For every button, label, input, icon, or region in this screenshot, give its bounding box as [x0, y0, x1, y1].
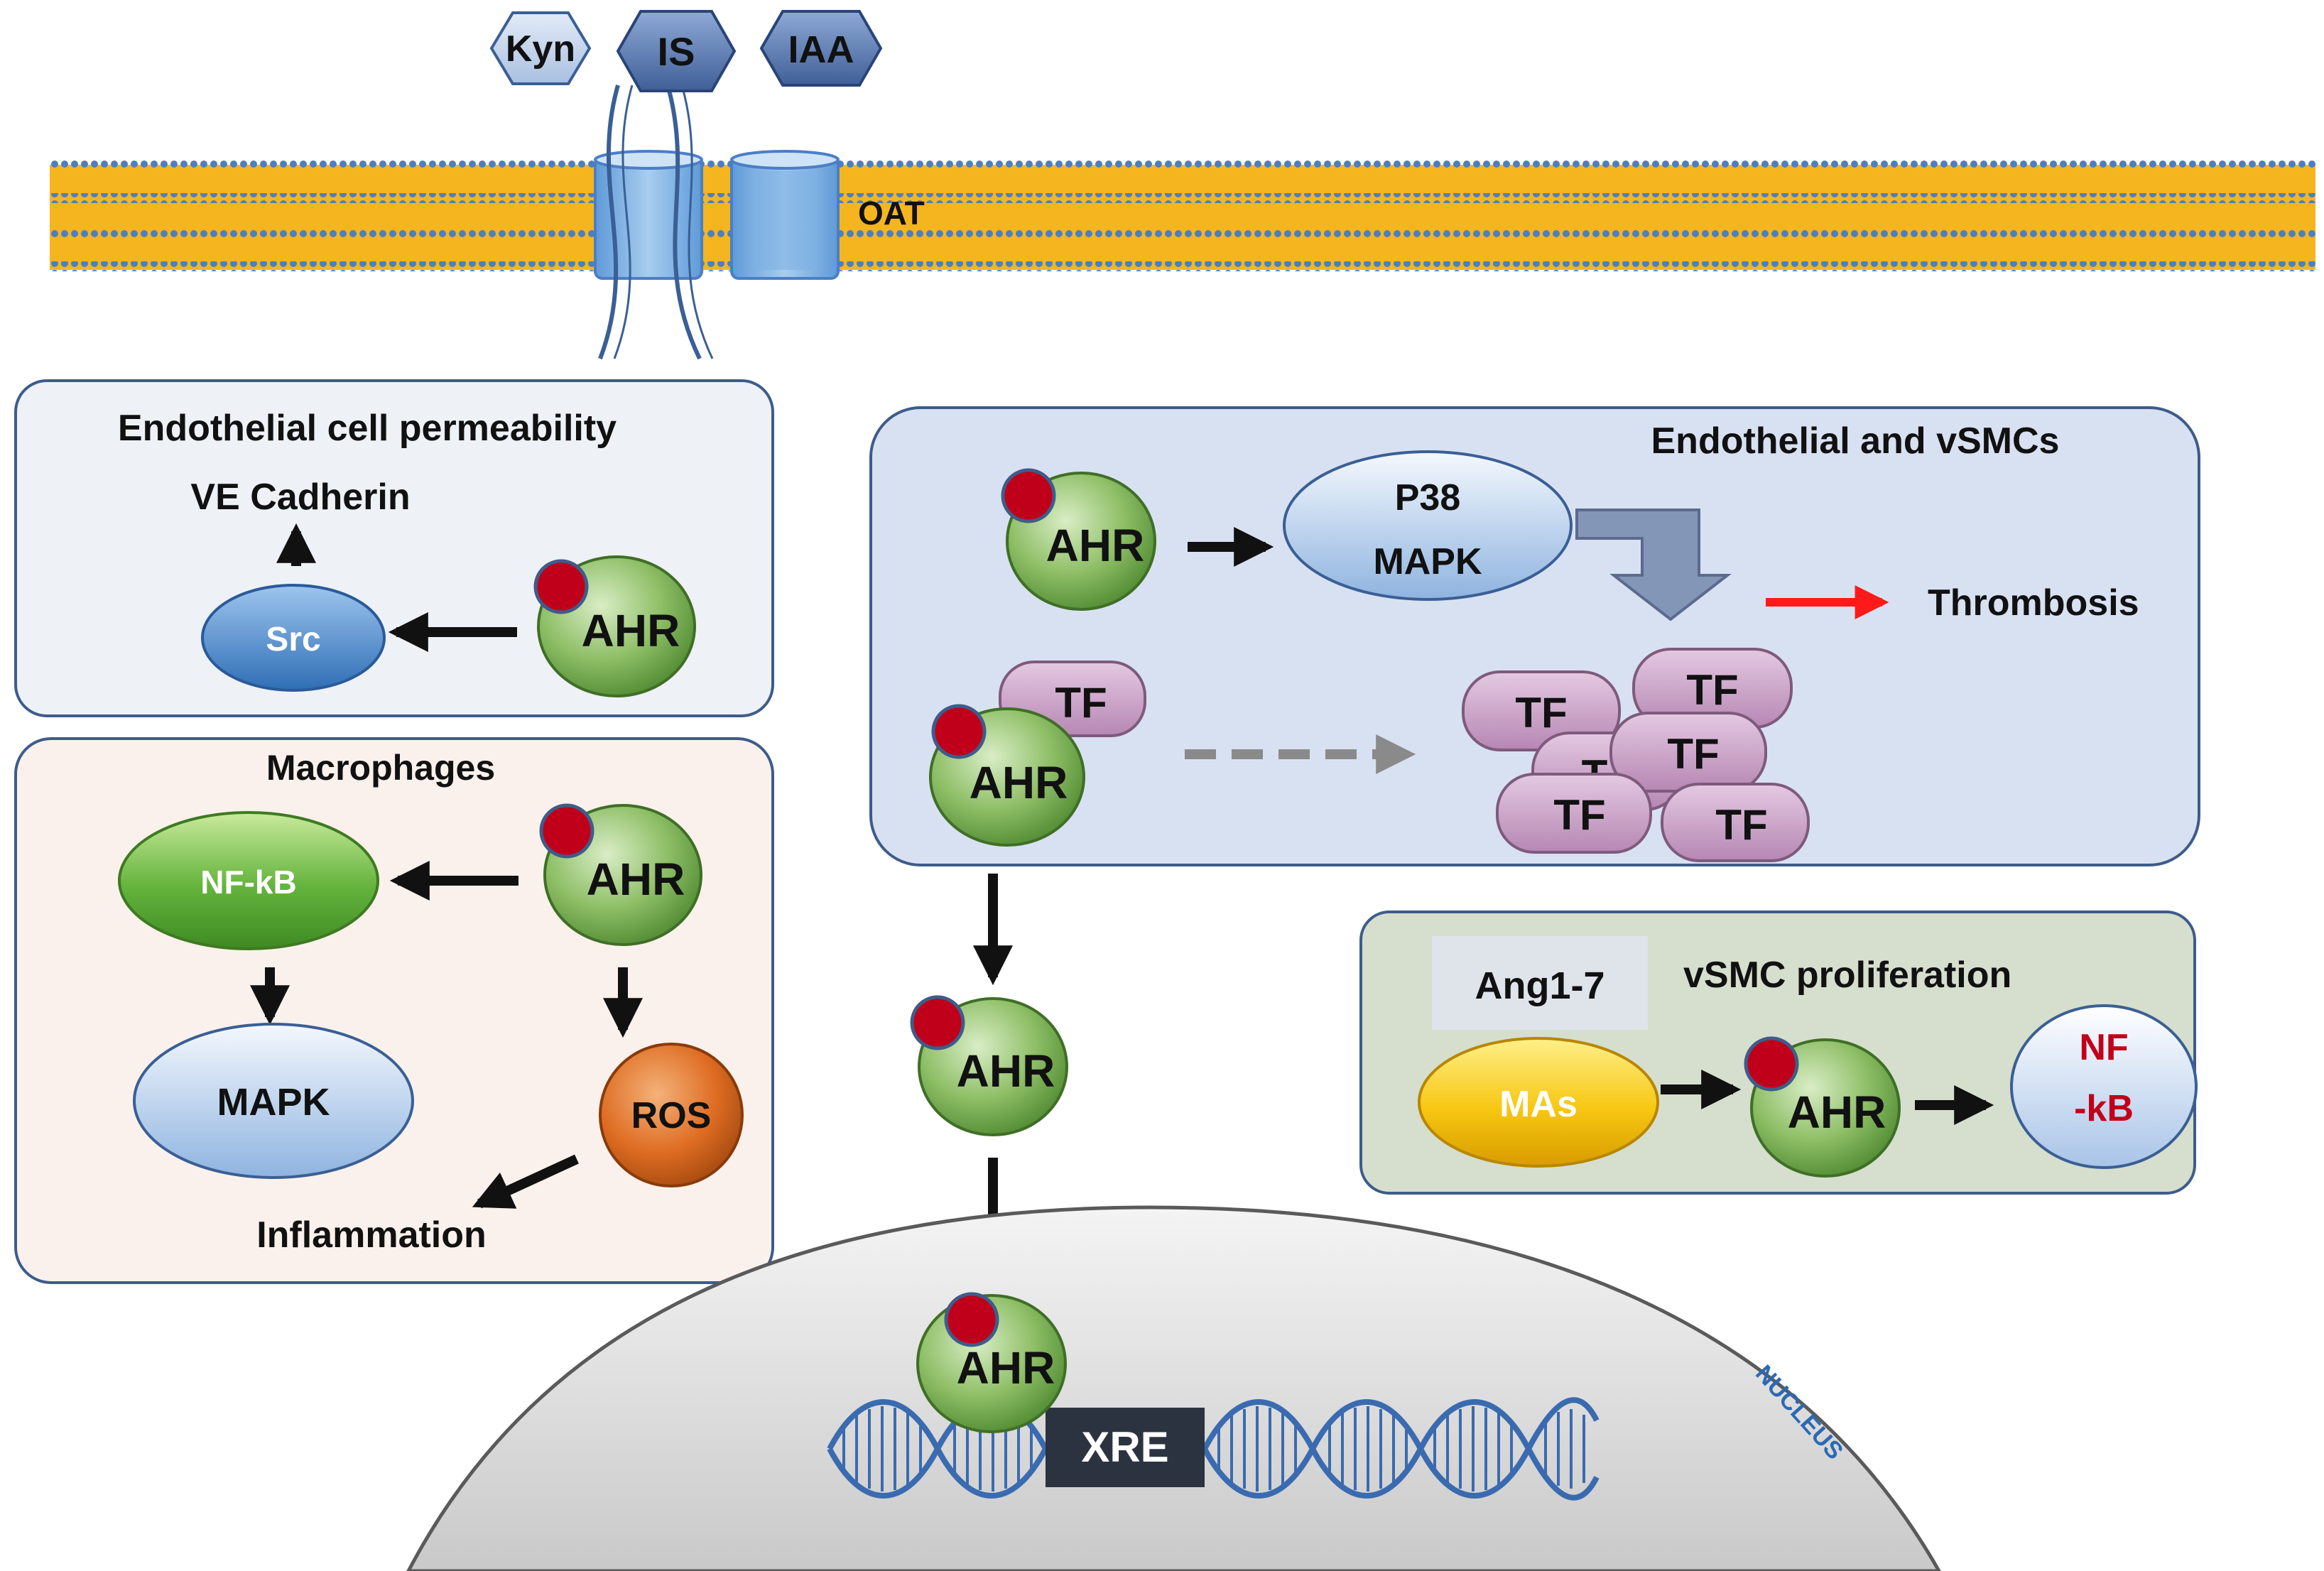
oat-label: OAT	[858, 195, 925, 232]
nfkb-label-line1: NF	[2079, 1027, 2128, 1068]
p38-mapk-node	[1283, 450, 1573, 601]
ahr-node: AHR	[539, 803, 702, 946]
tf-pill-label: TF	[1667, 730, 1719, 778]
xre-label: XRE	[1081, 1423, 1168, 1471]
panel-endothelial-vsmc-title: Endothelial and vSMCs	[1651, 420, 2060, 462]
ligand-iaa: IAA	[759, 10, 883, 87]
p38-label-line2: MAPK	[1373, 541, 1482, 582]
ahr-label: AHR	[970, 757, 1068, 808]
ligand-dot	[910, 995, 965, 1050]
ahr-label: AHR	[582, 605, 680, 656]
mapk-label: MAPK	[217, 1081, 330, 1124]
arrow-p38-to-tf	[1575, 509, 1732, 621]
tf-pill-label: TF	[1515, 689, 1567, 736]
ros-node	[599, 1043, 744, 1187]
oat-transporter	[730, 150, 840, 280]
ahr-label: AHR	[1046, 520, 1145, 571]
ahr-label: AHR	[587, 854, 685, 905]
ahr-label: AHR	[957, 1342, 1055, 1393]
xre-box	[1046, 1408, 1205, 1487]
src-label: Src	[266, 621, 320, 658]
ligand-dot	[1001, 468, 1056, 523]
nuclear-ahr-node: AHR	[916, 1292, 1067, 1433]
panel-endothelial-vsmc: Endothelial and vSMCs AHR P38 MAPK Throm…	[869, 406, 2200, 866]
ligand-is-label: IS	[658, 29, 695, 74]
ligand-dot	[539, 803, 594, 859]
panel-macrophages: Macrophages NF-kB MAPK AHR ROS Inflammat…	[14, 737, 774, 1284]
tf-bound-label: TF	[1055, 679, 1107, 727]
ligand-dot	[931, 704, 987, 759]
panel-vsmc-proliferation: Ang1-7 vSMC proliferation MAs AHR NF -kB	[1359, 910, 2198, 1195]
mapk-node	[133, 1023, 414, 1179]
ligand-iaa-label: IAA	[788, 28, 854, 71]
cell-membrane	[50, 161, 2315, 271]
panel-permeability-title: Endothelial cell permeability	[118, 408, 617, 449]
panel-macrophages-title: Macrophages	[266, 748, 495, 788]
panel-vsmc-proliferation-title: vSMC proliferation	[1683, 955, 2011, 996]
tf-pill	[1661, 783, 1810, 862]
ligand-dot	[944, 1292, 999, 1347]
tf-pill-label: TF	[1686, 666, 1738, 714]
nfkb-label-line2: -kB	[2074, 1088, 2134, 1129]
ligand-kyn: Kyn	[489, 11, 592, 85]
ligand-is: IS	[616, 10, 737, 92]
ve-cadherin-label: VE Cadherin	[190, 477, 410, 518]
ahr-node: AHR	[1744, 1036, 1901, 1178]
mas-node	[1418, 1037, 1659, 1168]
panel-permeability: Endothelial cell permeability VE Cadheri…	[14, 379, 774, 717]
ahr-tf-complex: TF AHR	[929, 661, 1146, 847]
arrow-ros-to-inflammation	[472, 1154, 579, 1209]
ligand-dot	[1744, 1036, 1799, 1092]
ahr-label: AHR	[1788, 1087, 1886, 1138]
ahr-node: AHR	[533, 555, 696, 697]
ahr-label: AHR	[957, 1045, 1055, 1097]
ros-label: ROS	[631, 1095, 712, 1136]
ligand-dot	[533, 559, 589, 614]
tf-pill	[1496, 773, 1652, 854]
nfkb-node	[2010, 1004, 2198, 1169]
membrane-receptor-channel	[594, 85, 714, 360]
inflammation-label: Inflammation	[256, 1214, 487, 1256]
tf-pill-label: TF	[1715, 801, 1767, 849]
cytoplasm-ahr-node: AHR	[910, 995, 1068, 1136]
ligand-kyn-label: Kyn	[506, 28, 575, 70]
tf-cluster: TF TF T TF TF TF	[1462, 648, 1810, 862]
nfkb-node	[118, 811, 379, 950]
p38-label-line1: P38	[1395, 477, 1461, 518]
tf-pill-label: TF	[1553, 791, 1605, 839]
ang-box	[1432, 936, 1648, 1030]
ahr-node: AHR	[1001, 468, 1156, 611]
thrombosis-label: Thrombosis	[1928, 582, 2139, 624]
mas-label: MAs	[1499, 1084, 1578, 1125]
src-node	[201, 584, 386, 692]
nfkb-label: NF-kB	[200, 864, 296, 901]
ang-label: Ang1-7	[1475, 964, 1604, 1007]
